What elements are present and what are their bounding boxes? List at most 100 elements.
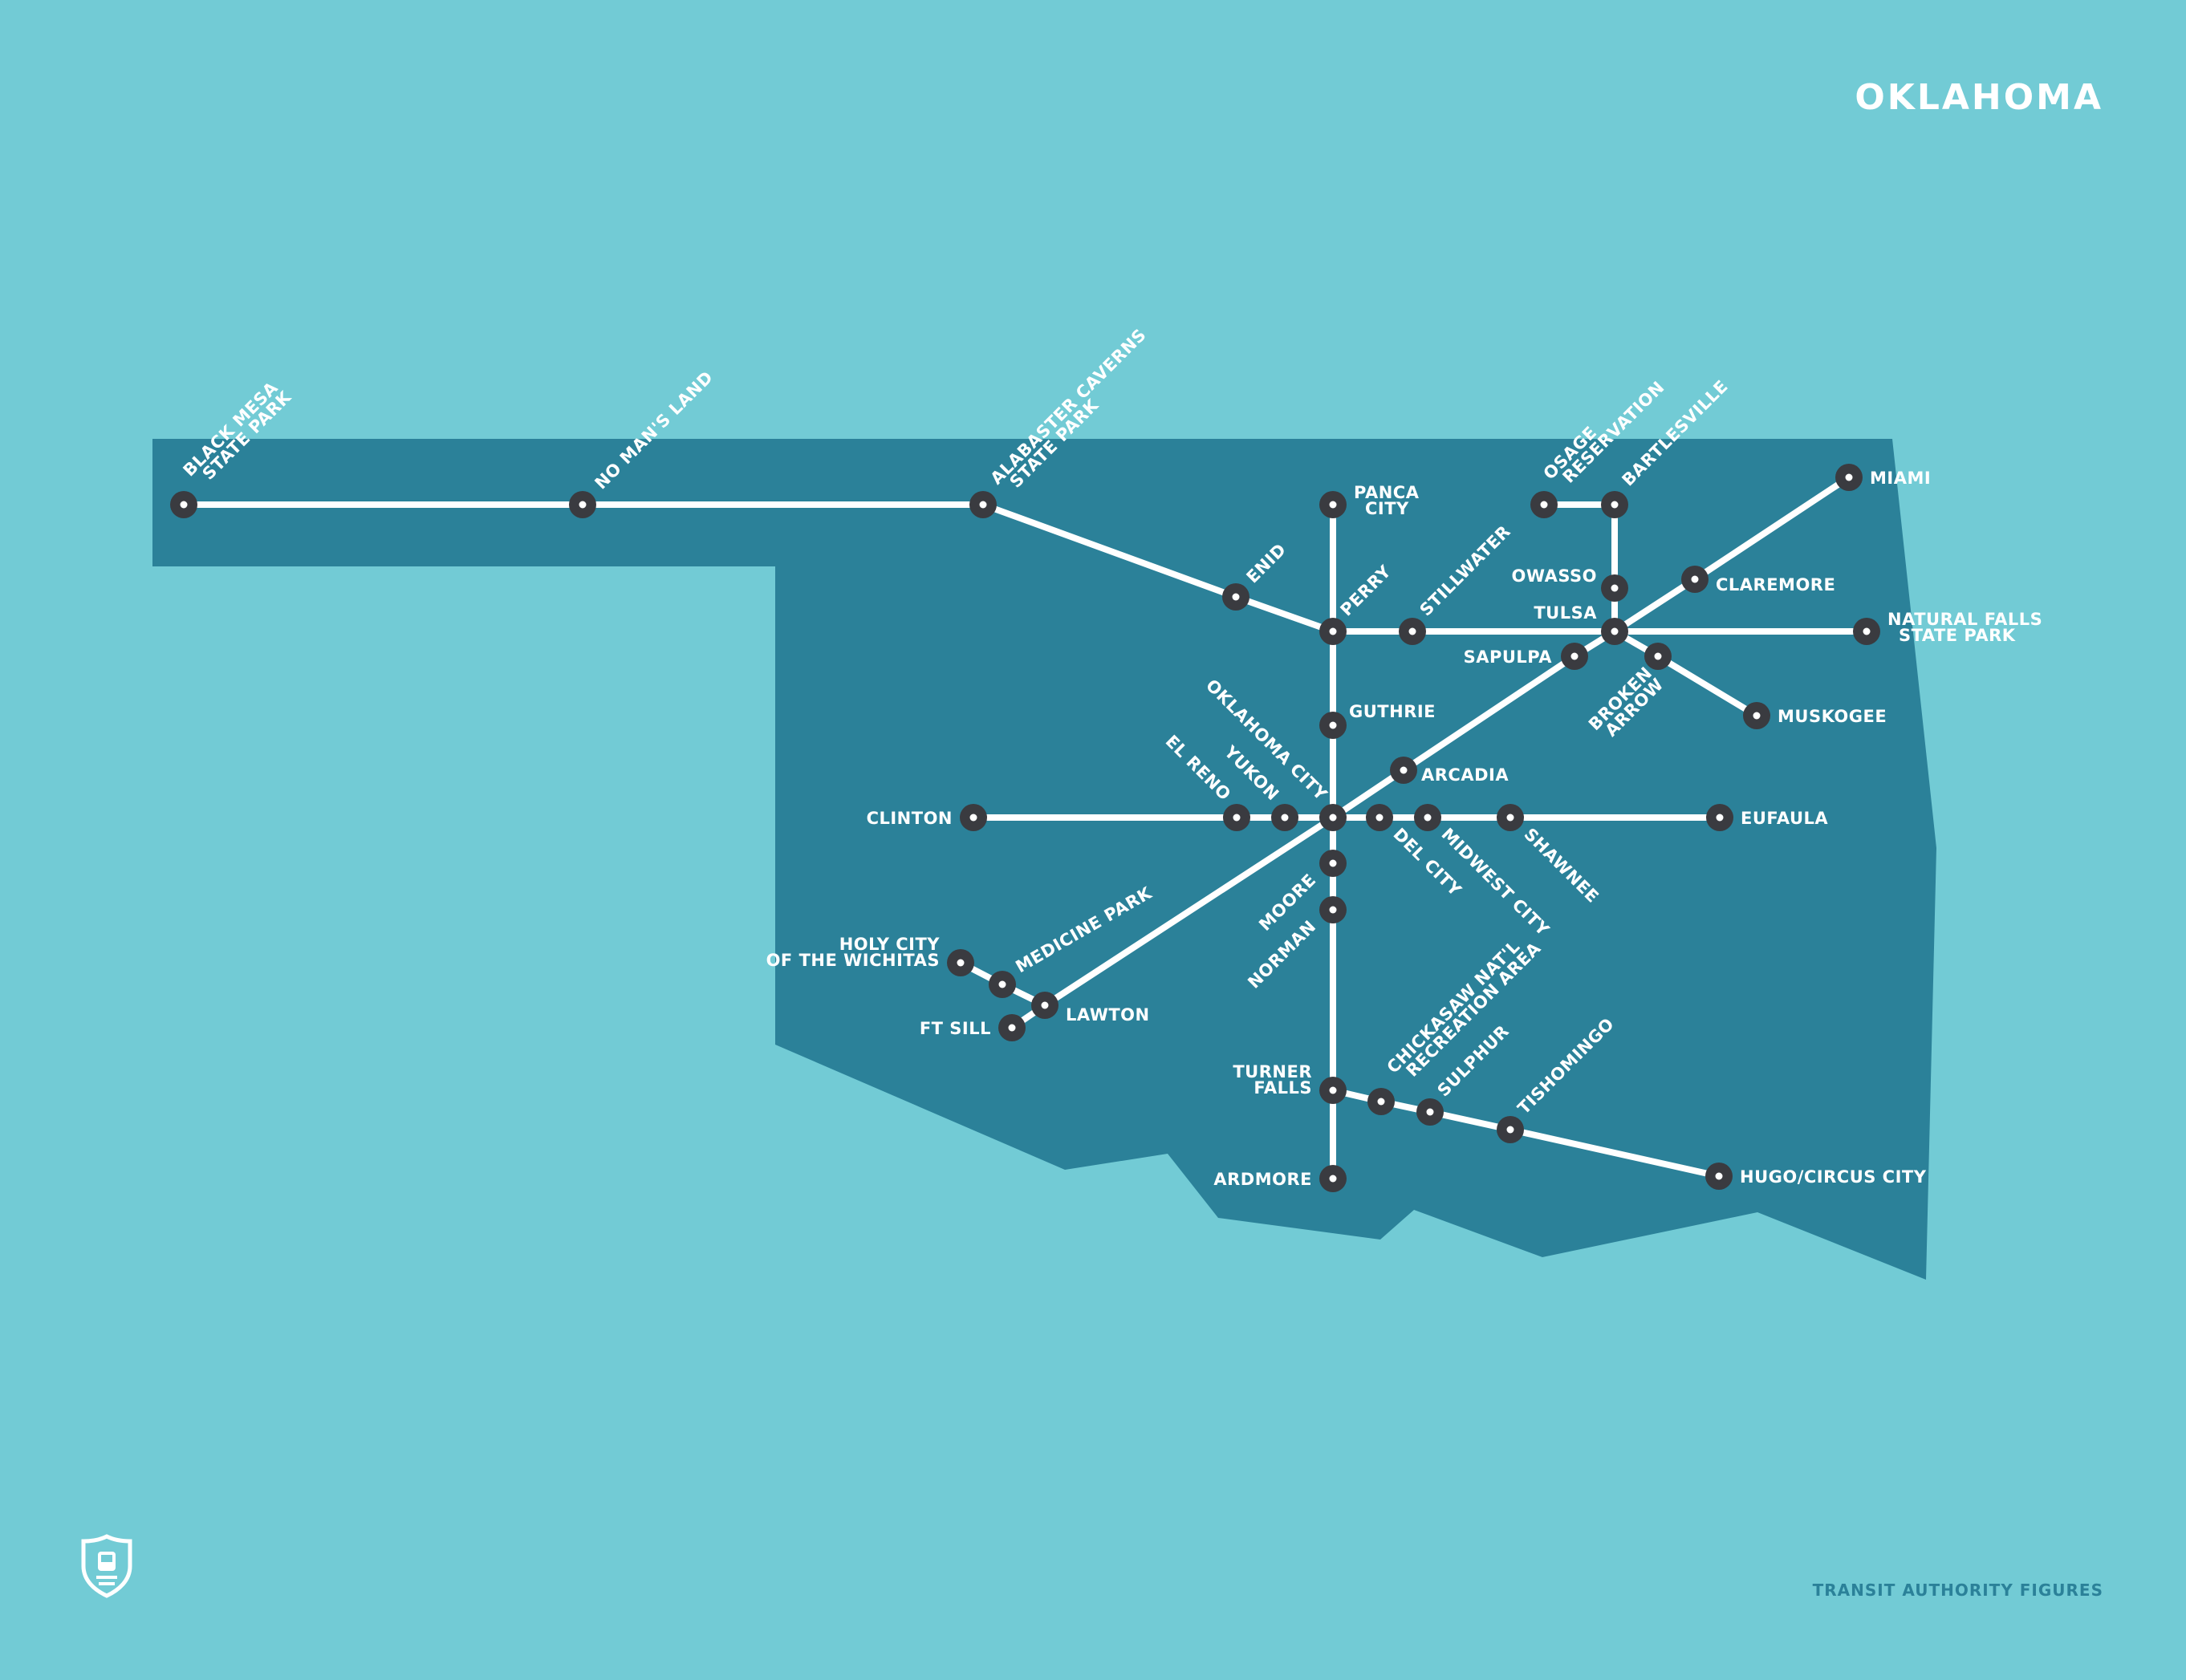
station-label-line: LAWTON — [1066, 1005, 1150, 1025]
station-dot — [1329, 721, 1337, 729]
station-owasso[interactable] — [1601, 574, 1628, 602]
station-dot — [957, 959, 965, 967]
station-dot — [1611, 627, 1619, 635]
station-dot — [1506, 1126, 1514, 1134]
station-chickasaw[interactable] — [1367, 1088, 1395, 1115]
station-label-line: FALLS — [1253, 1078, 1312, 1098]
station-dot — [979, 501, 987, 509]
station-label-line: TURNER — [1233, 1062, 1312, 1081]
station-yukon[interactable] — [1271, 804, 1298, 831]
station-bartlesville[interactable] — [1601, 491, 1628, 518]
station-markers — [170, 464, 1880, 1192]
station-tishomingo[interactable] — [1497, 1116, 1524, 1143]
station-miami[interactable] — [1835, 464, 1863, 491]
station-label-line: ARDMORE — [1213, 1170, 1312, 1189]
station-dot — [1377, 1098, 1385, 1106]
station-del-city[interactable] — [1366, 804, 1393, 831]
station-label-line: GUTHRIE — [1349, 702, 1436, 721]
station-claremore[interactable] — [1681, 566, 1709, 593]
station-label-lawton: LAWTON — [1066, 1005, 1150, 1025]
station-dot — [1329, 1175, 1337, 1183]
station-dot — [1716, 814, 1724, 822]
station-label-line: ARCADIA — [1421, 765, 1509, 785]
station-label-miami: MIAMI — [1870, 469, 1931, 488]
station-sapulpa[interactable] — [1561, 643, 1588, 670]
station-tulsa[interactable] — [1601, 618, 1628, 645]
station-label-line: CLAREMORE — [1716, 575, 1835, 594]
station-hugo[interactable] — [1705, 1163, 1733, 1190]
station-dot — [1611, 584, 1619, 592]
station-dot — [1375, 814, 1384, 822]
station-muskogee[interactable] — [1743, 702, 1770, 729]
station-enid[interactable] — [1222, 583, 1249, 611]
station-dot — [1753, 712, 1761, 720]
station-dot — [180, 501, 188, 509]
station-label-line: NATURAL FALLS — [1887, 610, 2042, 629]
station-label-tulsa: TULSA — [1534, 603, 1597, 623]
station-stillwater[interactable] — [1399, 618, 1426, 645]
station-label-line: FT SILL — [920, 1019, 991, 1038]
station-label-hugo: HUGO/CIRCUS CITY — [1740, 1167, 1927, 1187]
station-label-eufaula: EUFAULA — [1741, 809, 1828, 828]
station-guthrie[interactable] — [1319, 712, 1347, 739]
station-medicine-park[interactable] — [989, 971, 1016, 998]
station-dot — [1715, 1172, 1723, 1180]
station-okc[interactable] — [1319, 804, 1347, 831]
station-dot — [579, 501, 587, 509]
station-no-mans-land[interactable] — [569, 491, 596, 518]
station-label-line: STATE PARK — [1899, 626, 2016, 645]
station-midwest-city[interactable] — [1414, 804, 1441, 831]
station-lawton[interactable] — [1031, 992, 1058, 1019]
station-black-mesa[interactable] — [170, 491, 197, 518]
station-alabaster[interactable] — [969, 491, 997, 518]
station-dot — [1329, 906, 1337, 914]
station-moore[interactable] — [1319, 850, 1347, 877]
station-dot — [1008, 1024, 1016, 1032]
station-dot — [1863, 627, 1871, 635]
station-label-line: SAPULPA — [1464, 647, 1553, 667]
station-arcadia[interactable] — [1390, 757, 1417, 784]
station-dot — [1426, 1108, 1434, 1116]
station-label-clinton: CLINTON — [867, 809, 953, 828]
station-shawnee[interactable] — [1497, 804, 1524, 831]
station-dot — [969, 814, 977, 822]
station-dot — [1281, 814, 1289, 822]
station-label-line: OWASSO — [1512, 566, 1597, 586]
station-label-claremore: CLAREMORE — [1716, 575, 1835, 594]
station-holy-city[interactable] — [947, 949, 974, 976]
station-label-arcadia: ARCADIA — [1421, 765, 1509, 785]
route-line-4 — [1541, 501, 1618, 635]
station-label-line: OF THE WICHITAS — [766, 951, 940, 970]
station-label-guthrie: GUTHRIE — [1349, 702, 1436, 721]
station-dot — [1329, 859, 1337, 867]
station-broken-arrow[interactable] — [1644, 643, 1672, 670]
station-dot — [1424, 814, 1432, 822]
station-dot — [998, 980, 1006, 988]
map-title: OKLAHOMA — [1855, 77, 2103, 118]
station-osage[interactable] — [1530, 491, 1558, 518]
station-label-line: HUGO/CIRCUS CITY — [1740, 1167, 1927, 1187]
station-clinton[interactable] — [960, 804, 987, 831]
station-panca[interactable] — [1319, 491, 1347, 518]
station-turner-falls[interactable] — [1319, 1077, 1347, 1104]
station-dot — [1329, 1086, 1337, 1094]
station-label-line: CLINTON — [867, 809, 953, 828]
station-ft-sill[interactable] — [998, 1014, 1026, 1041]
station-sulphur[interactable] — [1416, 1098, 1444, 1126]
station-norman[interactable] — [1319, 896, 1347, 923]
credit-text: TRANSIT AUTHORITY FIGURES — [1812, 1581, 2103, 1600]
station-label-line: PANCA — [1354, 483, 1420, 502]
station-ardmore[interactable] — [1319, 1165, 1347, 1192]
station-natural-falls[interactable] — [1853, 618, 1880, 645]
station-label-ft-sill: FT SILL — [920, 1019, 991, 1038]
station-perry[interactable] — [1319, 618, 1347, 645]
station-dot — [1611, 501, 1619, 509]
station-el-reno[interactable] — [1223, 804, 1250, 831]
station-dot — [1041, 1001, 1049, 1009]
station-eufaula[interactable] — [1706, 804, 1733, 831]
station-dot — [1540, 501, 1548, 509]
